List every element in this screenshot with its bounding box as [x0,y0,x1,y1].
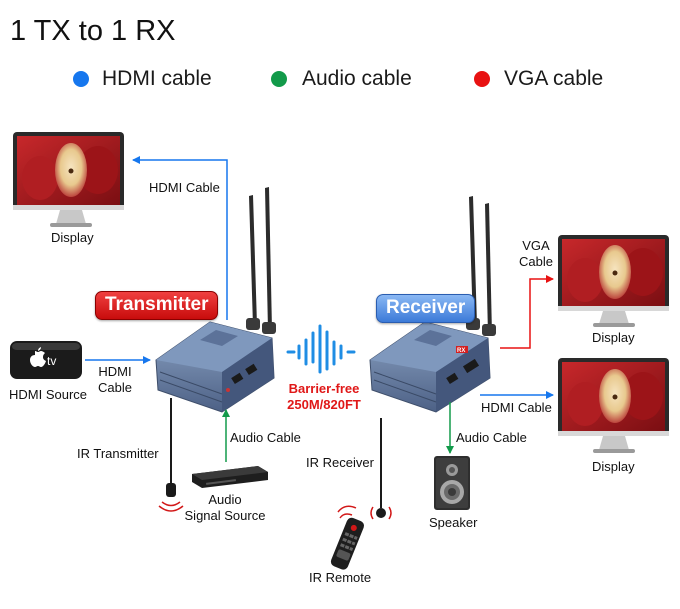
vga-cable-line2: Cable [519,254,553,269]
ir-remote-device [330,505,365,570]
vga-cable-rx-to-display [500,275,554,349]
receiver-badge: Receiver [376,294,476,323]
vga-cable-line1: VGA [522,238,550,253]
vga-cable-label: VGA Cable [516,238,556,270]
hdmi-source-label: HDMI Source [9,387,88,402]
audio-source-line2: Signal Source [184,508,266,523]
barrier-free-line2: 250M/820FT [287,397,361,412]
display-top-left [13,132,124,227]
display-right-bottom [558,358,669,453]
barrier-free-label: Barrier-free 250M/820FT [276,381,372,413]
speaker-device [434,456,470,510]
hdmi-cable-top-label: HDMI Cable [149,180,220,195]
ir-transmitter-label: IR Transmitter [77,446,159,461]
display-right-top [558,235,669,327]
barrier-free-line1: Barrier-free [288,381,360,396]
hdmi-source-device: tv [10,341,82,379]
receiver-tag: RX [457,348,465,354]
display-top-label: Display [51,230,94,245]
receiver-device: RX [369,196,496,413]
audio-source-line1: Audio [208,492,242,507]
audio-cable-rx-label: Audio Cable [456,430,527,445]
audio-legend-dot [271,71,287,87]
ir-receiver-device [370,418,392,520]
hdmi-cable-left-label: HDMI Cable [95,364,135,396]
audio-source-device [192,466,268,488]
apple-tv-text: tv [47,354,56,368]
speaker-label: Speaker [429,515,478,530]
display-right-bottom-label: Display [592,459,635,474]
transmitter-badge: Transmitter [95,291,219,320]
hdmi-cable-left-line2: Cable [98,380,132,395]
hdmi-cable-left-line1: HDMI [98,364,132,379]
vga-legend-dot [474,71,490,87]
hdmi-legend-dot [73,71,89,87]
display-right-top-label: Display [592,330,635,345]
ir-transmitter-device [158,398,184,512]
ir-receiver-label: IR Receiver [306,455,374,470]
ir-remote-label: IR Remote [309,570,372,585]
audio-source-label: Audio Signal Source [180,492,270,524]
transmitter-device [155,187,276,413]
audio-legend-label: Audio cable [302,67,412,90]
hdmi-cable-tx-to-display [132,156,228,320]
audio-cable-tx-label: Audio Cable [230,430,301,445]
page-title: 1 TX to 1 RX [10,15,176,47]
hdmi-legend-label: HDMI cable [102,67,212,90]
wireless-signal-icon [286,324,356,374]
hdmi-cable-right-label: HDMI Cable [481,400,552,415]
vga-legend-label: VGA cable [504,67,604,90]
